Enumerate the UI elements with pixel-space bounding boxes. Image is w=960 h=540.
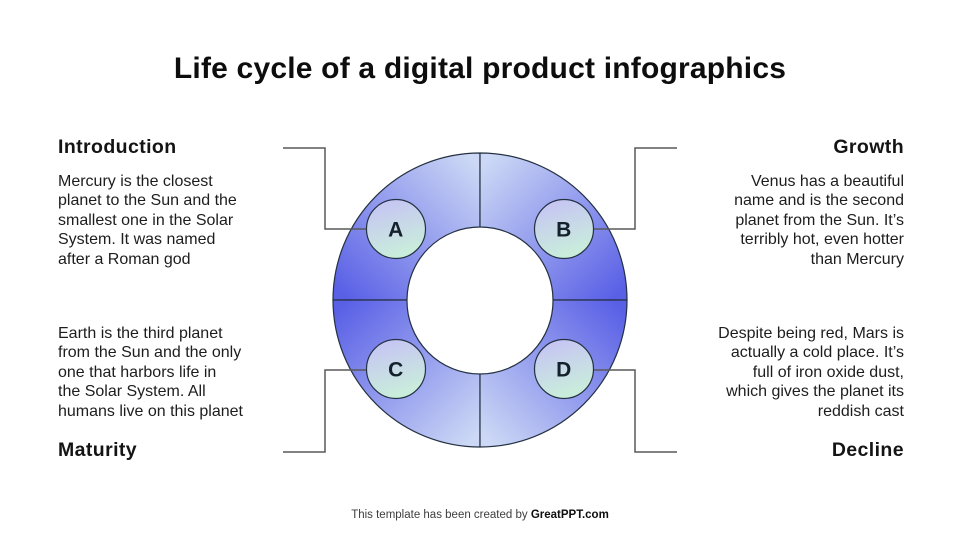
- footer-brand: GreatPPT.com: [530, 509, 609, 521]
- connector-introduction: [283, 147, 367, 230]
- segment-letter-d: D: [556, 359, 572, 382]
- section-body-maturity: Earth is the third planet from the Sun a…: [58, 325, 243, 420]
- section-heading-growth: Growth: [833, 136, 904, 158]
- connector-maturity: [283, 369, 367, 453]
- label-circle-c: [365, 338, 427, 400]
- section-body-decline: Despite being red, Mars is actually a co…: [718, 325, 904, 420]
- section-body-introduction: Mercury is the closest planet to the Sun…: [58, 173, 237, 268]
- segment-letter-a: A: [388, 219, 404, 242]
- section-heading-decline: Decline: [831, 439, 904, 461]
- label-circle-a: [365, 198, 427, 260]
- label-circle-b: [533, 198, 595, 260]
- footer-text: This template has been created by: [351, 509, 531, 521]
- section-heading-introduction: Introduction: [58, 136, 177, 158]
- label-circle-d: [533, 338, 595, 400]
- segment-letter-c: C: [388, 359, 404, 382]
- connector-decline: [593, 369, 677, 453]
- section-heading-maturity: Maturity: [58, 439, 138, 461]
- section-body-growth: Venus has a beautiful name and is the se…: [734, 173, 904, 268]
- connector-growth: [593, 147, 677, 230]
- footer: This template has been created by GreatP…: [0, 509, 960, 521]
- page-title: Life cycle of a digital product infograp…: [173, 52, 787, 85]
- segment-letter-b: B: [556, 219, 572, 242]
